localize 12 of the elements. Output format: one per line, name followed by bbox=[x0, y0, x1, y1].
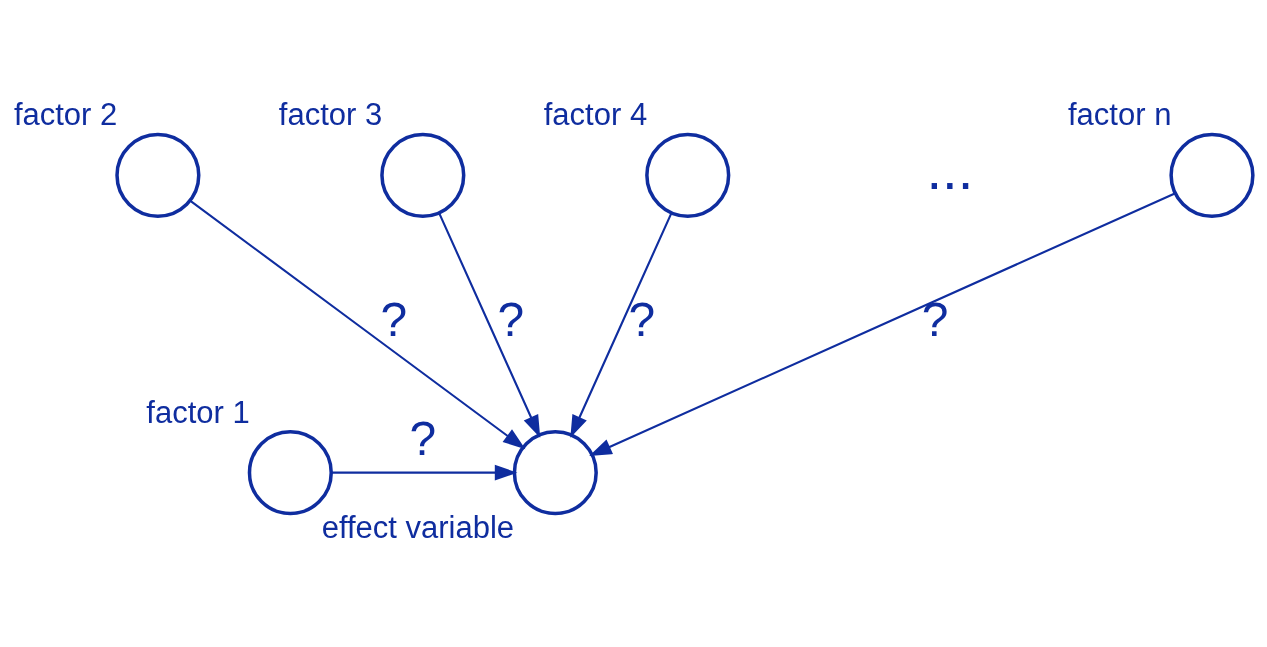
edge-label: ? bbox=[921, 292, 949, 346]
edge-label: ? bbox=[628, 292, 656, 346]
node-label: factor n bbox=[1067, 96, 1172, 132]
node-label: effect variable bbox=[321, 509, 515, 545]
node-label: factor 3 bbox=[278, 96, 383, 132]
edge-label: ? bbox=[497, 292, 525, 346]
edge-label: ? bbox=[409, 411, 437, 465]
edge-label: ? bbox=[380, 292, 408, 346]
node-label: factor 1 bbox=[146, 394, 250, 430]
node-label: factor 2 bbox=[13, 96, 118, 132]
node-label: factor 4 bbox=[543, 96, 648, 132]
label: ... bbox=[926, 137, 974, 201]
